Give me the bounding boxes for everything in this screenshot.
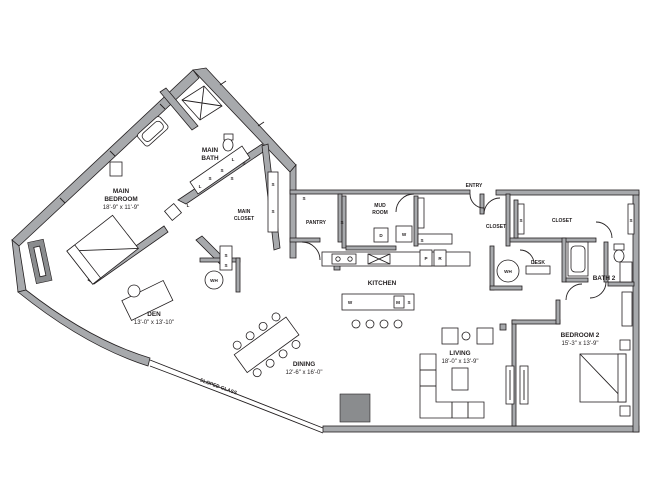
vanity-shelf-labels: L S S L L S S: [187, 157, 246, 208]
shelf-code-label: S: [420, 238, 423, 243]
bedroom2-size: 15'-3" x 13'-9": [562, 341, 599, 347]
main-closet-shelves: S S S S: [219, 171, 279, 271]
mud-room-label-line2: ROOM: [372, 210, 388, 216]
room-labels: MAIN BATH MAIN BEDROOM 18'-9" x 11'-9" M…: [103, 147, 616, 397]
main-bedroom-label-line2: BEDROOM: [104, 196, 137, 203]
living-size: 18'-0" x 13'-9": [442, 359, 479, 365]
bedroom2-label: BEDROOM 2: [561, 332, 600, 339]
kitchen-label: KITCHEN: [368, 280, 397, 287]
laundry-code-label: L: [232, 157, 235, 162]
east-wing-fixtures: S S WH: [496, 203, 635, 327]
shelf-code-label: S: [220, 168, 223, 173]
mud-room-label-line1: MUD: [374, 203, 386, 209]
shelf-code-label: S: [224, 253, 227, 258]
closet-small-label: CLOSET: [486, 224, 506, 230]
washer-code-label: W: [402, 232, 407, 237]
shelf-code-label: S: [224, 263, 227, 268]
shelf-code-label: S: [629, 218, 632, 223]
den-label: DEN: [147, 311, 161, 318]
bedroom2-furniture: [579, 339, 631, 417]
entry-label: ENTRY: [466, 183, 483, 189]
washer-code-label: W: [348, 300, 353, 305]
water-heater-code-label: WH: [210, 278, 218, 283]
dryer-code-label: D: [379, 233, 383, 238]
main-bath-fixtures: [137, 85, 251, 195]
main-closet-label-line2: CLOSET: [234, 216, 254, 222]
door-swings: [301, 193, 613, 301]
pantry-mudroom-fixtures: S S D W S: [302, 196, 453, 245]
shelf-code-label: S: [271, 209, 274, 214]
main-bath-label-line2: BATH: [201, 155, 219, 162]
exterior-walls: [11, 67, 640, 434]
water-heater-main: WH: [204, 270, 224, 290]
laundry-code-label: L: [199, 184, 202, 189]
microwave-code-label: M: [396, 300, 400, 305]
refrigerator-code-label: R: [438, 256, 442, 261]
closet-large-label: CLOSET: [552, 218, 572, 224]
shelf-code-label: S: [407, 300, 410, 305]
kitchen-fixtures: P R W M S: [321, 249, 471, 329]
dining-plant-box: [339, 393, 371, 423]
water-heater-code-label: WH: [504, 269, 512, 274]
main-bedroom-furniture: [27, 161, 183, 285]
dining-label: DINING: [293, 361, 315, 368]
dining-size: 12'-6" x 16'-0": [286, 370, 323, 376]
shelf-code-label: S: [302, 196, 305, 201]
shelf-code-label: S: [519, 218, 522, 223]
laundry-code-label: L: [187, 203, 190, 208]
bath2-label: BATH 2: [593, 275, 616, 282]
main-bath-label-line1: MAIN: [202, 147, 219, 154]
dining-table: [232, 312, 301, 378]
den-furniture: [121, 279, 174, 321]
shelf-code-label: S: [230, 176, 233, 181]
main-bedroom-size: 18'-9" x 11'-9": [103, 205, 139, 211]
shelf-code-label: S: [340, 220, 343, 225]
main-closet-label-line1: MAIN: [238, 209, 251, 215]
pantry-code-label: P: [424, 256, 427, 261]
desk-label: DESK: [531, 260, 545, 266]
shelf-code-label: S: [271, 182, 274, 187]
shelf-code-label: S: [208, 176, 211, 181]
living-label: LIVING: [449, 350, 470, 357]
shelf-code-label: S: [242, 161, 245, 166]
den-size: 13'-0" x 13'-10": [134, 320, 174, 326]
window-mullions: [59, 80, 265, 204]
pantry-label: PANTRY: [306, 220, 327, 226]
living-furniture: [419, 327, 529, 419]
main-bedroom-label-line1: MAIN: [113, 188, 130, 195]
